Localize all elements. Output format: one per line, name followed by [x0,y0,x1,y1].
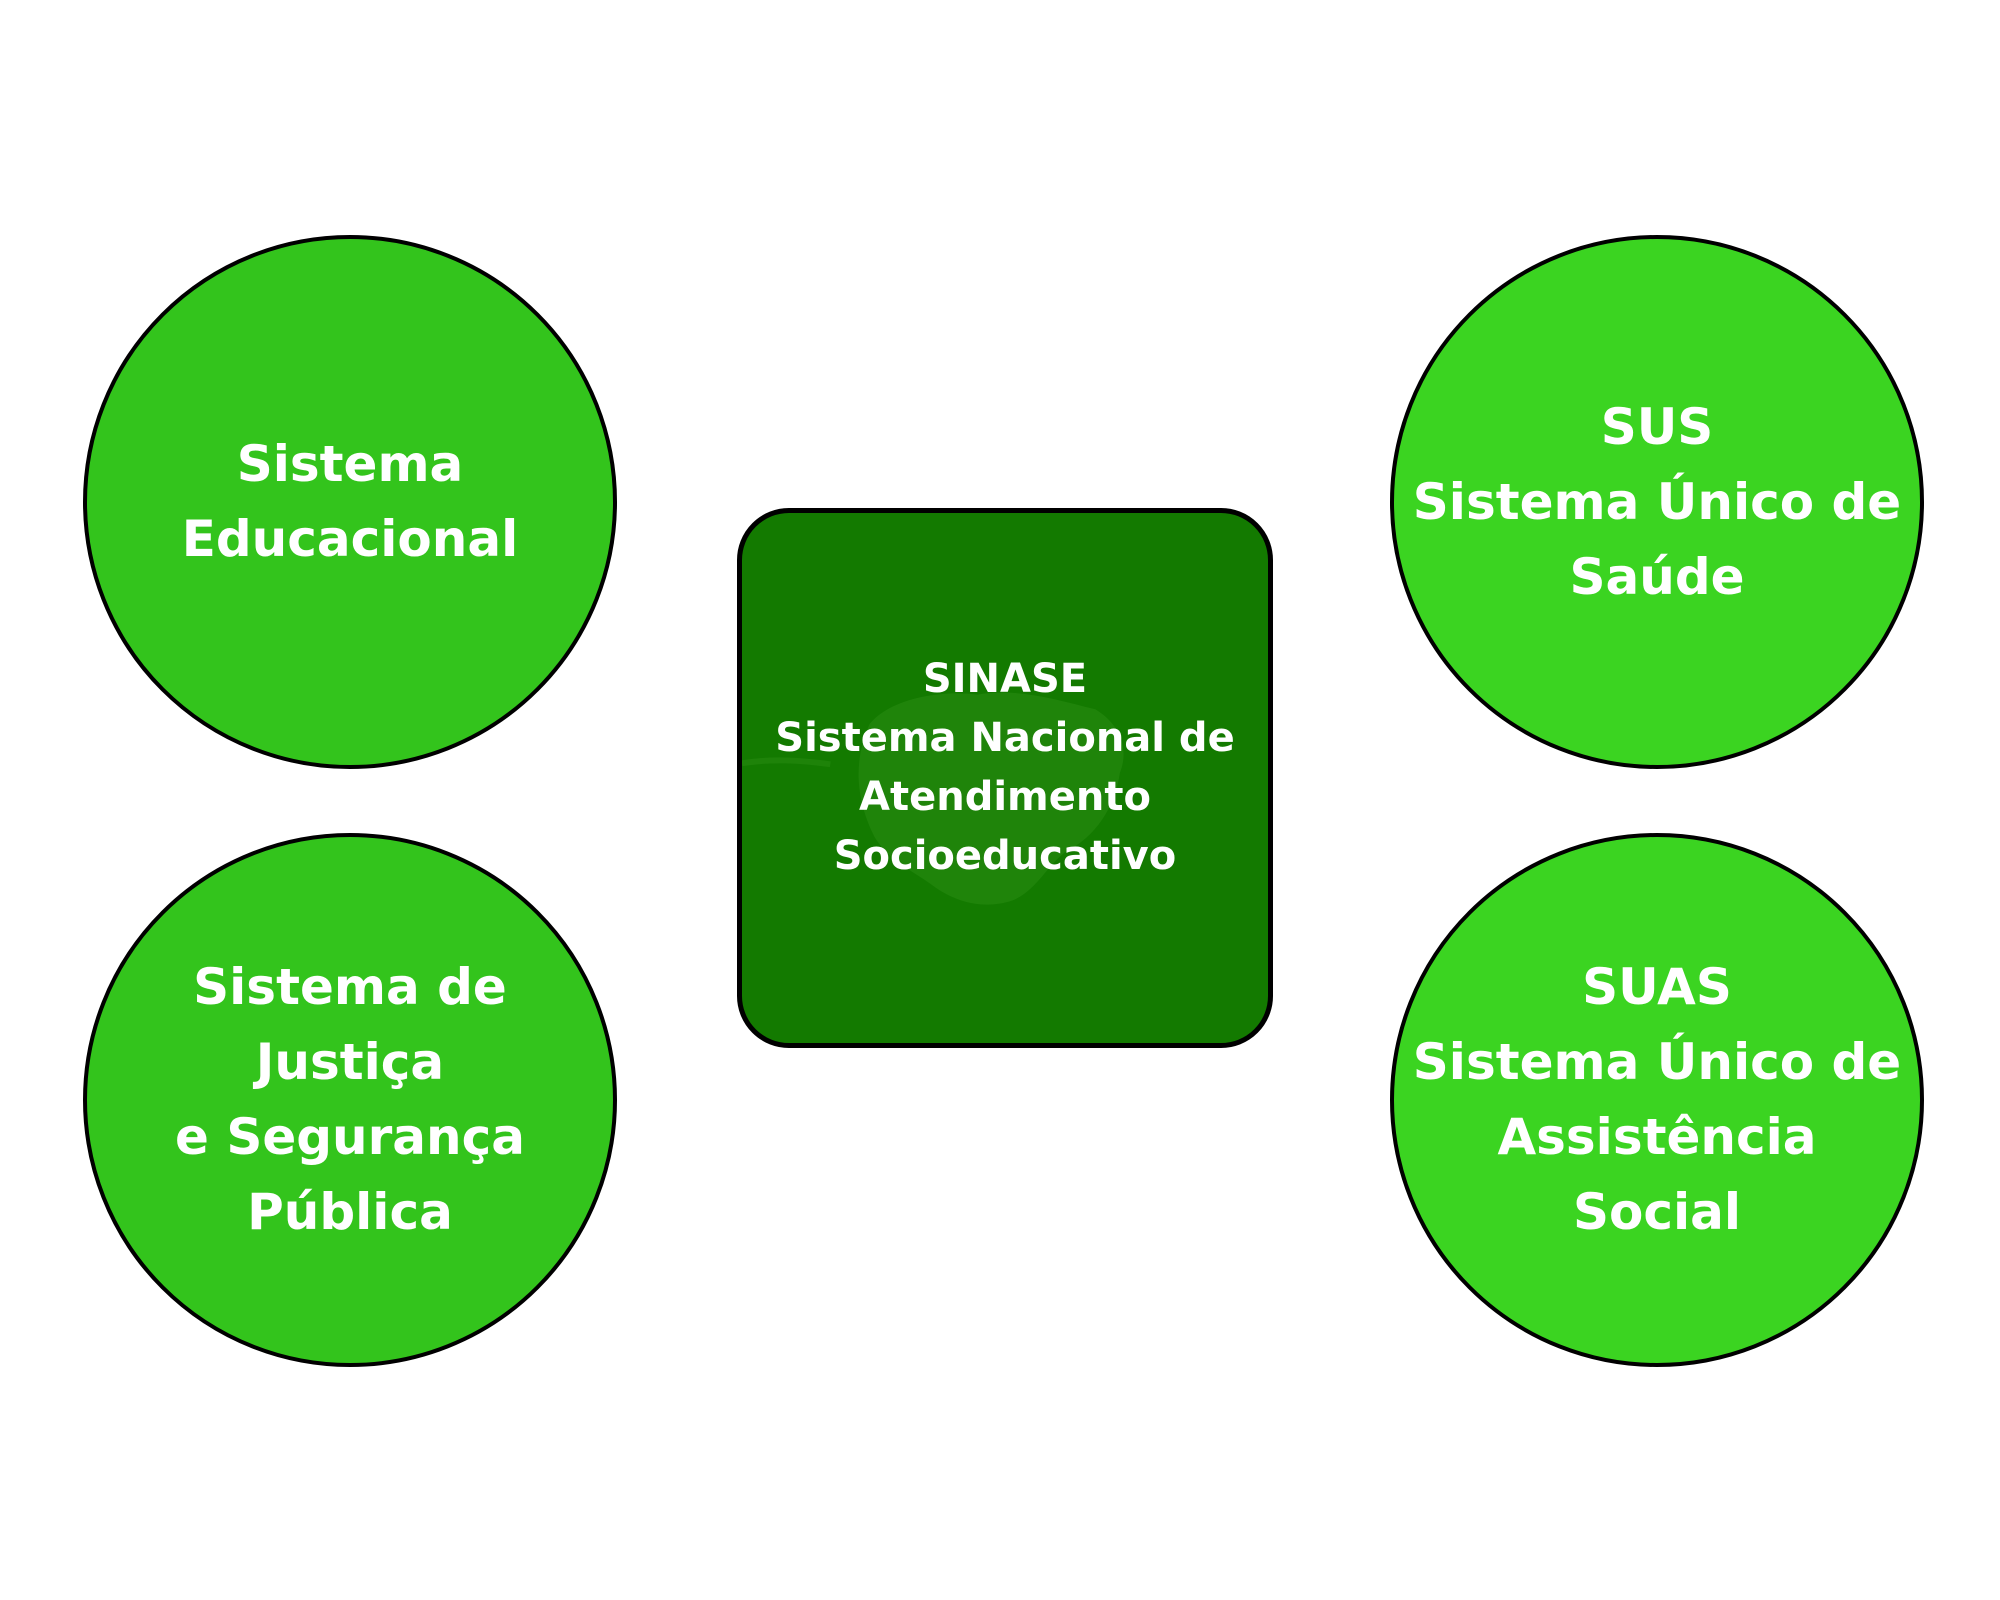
circle-label-line: Sistema de [193,958,507,1016]
circle-label-line: e Segurança [175,1108,525,1166]
circle-label-line: Justiça [255,1033,445,1091]
circle-label-line: SUS [1600,397,1714,456]
brazil-map-watermark-icon [742,692,1124,905]
circle-sistema-educacional: Sistema Educacional [83,235,617,769]
sinase-label-line: Sistema Nacional de [775,715,1235,761]
circle-label-line: Assistência [1497,1108,1817,1166]
circle-label-line: SUAS [1582,958,1732,1016]
sinase-label-line: Socioeducativo [833,833,1177,879]
circle-suas: SUAS Sistema Único de Assistência Social [1390,833,1924,1367]
sinase-label: SINASE Sistema Nacional de Atendimento S… [775,650,1234,886]
sinase-label-line: SINASE [922,656,1088,702]
circle-label-line: Sistema Único de [1412,1033,1902,1091]
circle-label-line: Educacional [181,510,519,568]
circle-label-line: Saúde [1569,547,1745,606]
circle-label-line: Pública [247,1183,453,1241]
circle-label-line: Sistema [236,435,464,493]
circle-sus: SUS Sistema Único de Saúde [1390,235,1924,769]
circle-sistema-justica: Sistema de Justiça e Segurança Pública [83,833,617,1367]
circle-label-line: Sistema Único de [1412,472,1902,531]
sinase-center-box: SINASE Sistema Nacional de Atendimento S… [737,508,1273,1048]
circle-label-line: Social [1572,1183,1742,1241]
sinase-label-line: Atendimento [859,774,1151,820]
